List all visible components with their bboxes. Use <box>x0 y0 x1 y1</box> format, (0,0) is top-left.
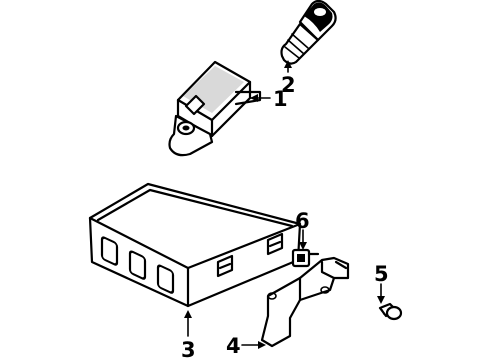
callout-2: 2 <box>281 73 296 97</box>
leader-lines <box>184 60 385 349</box>
callout-5: 5 <box>374 262 389 286</box>
callout-4: 4 <box>226 334 241 358</box>
part-5-bolt <box>378 302 403 321</box>
part-3-control-unit <box>88 182 302 308</box>
callout-1: 1 <box>273 87 288 111</box>
callout-6: 6 <box>295 209 310 233</box>
part-4-bracket <box>260 256 350 348</box>
part-6-sensor <box>291 248 320 268</box>
part-1-module <box>168 60 262 157</box>
part-2-sensor <box>280 0 337 65</box>
callout-3: 3 <box>181 338 196 360</box>
